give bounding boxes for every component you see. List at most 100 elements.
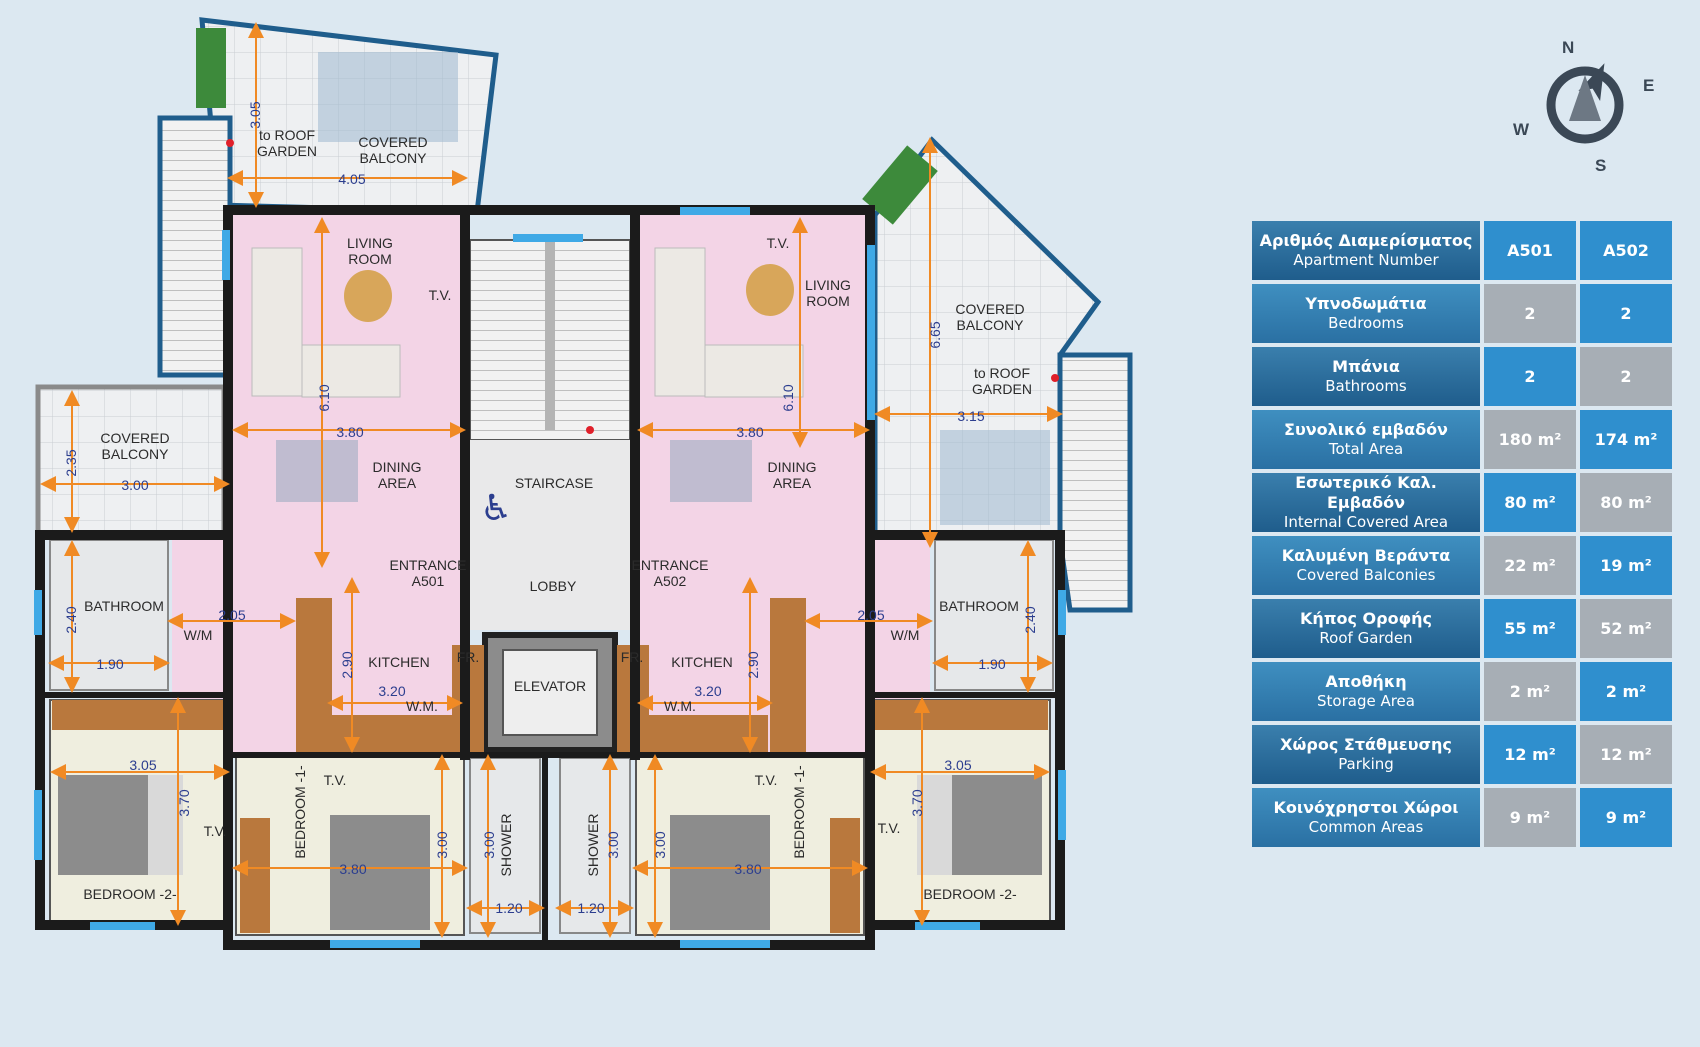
dim-living-left-h: 6.10 bbox=[316, 384, 332, 411]
tv-bed2-left-label: T.V. bbox=[204, 823, 227, 839]
dim-left-balcony-w: 3.00 bbox=[121, 477, 148, 493]
row-label-en: Parking bbox=[1338, 755, 1394, 773]
row-label-en: Total Area bbox=[1328, 440, 1404, 458]
bathroom-right-label: BATHROOM bbox=[939, 598, 1019, 614]
bedroom1-right-label: BEDROOM -1- bbox=[791, 765, 807, 859]
shower-left-label: SHOWER bbox=[498, 814, 514, 877]
dim-top-balcony-h: 3.05 bbox=[247, 101, 263, 128]
row-value-a502: 52 m² bbox=[1580, 599, 1672, 658]
dim-bath-right-w: 1.90 bbox=[978, 656, 1005, 672]
header-a502: A502 bbox=[1580, 221, 1672, 280]
row-value-a501: 2 m² bbox=[1484, 662, 1576, 721]
fr-right-label: FR. bbox=[621, 649, 644, 665]
dim-hall-right: 2.05 bbox=[857, 607, 884, 623]
dim-right-balcony-h: 6.65 bbox=[927, 321, 943, 348]
row-value-a501: 9 m² bbox=[1484, 788, 1576, 847]
floor-plan: ♿ bbox=[34, 17, 1133, 950]
dim-bed1-left-w: 3.80 bbox=[339, 861, 366, 877]
row-value-a502: 9 m² bbox=[1580, 788, 1672, 847]
dim-right-balcony-w: 3.15 bbox=[957, 408, 984, 424]
dim-left-balcony-h: 2.35 bbox=[63, 449, 79, 476]
dim-bath-left-w: 1.90 bbox=[96, 656, 123, 672]
row-value-a501: 180 m² bbox=[1484, 410, 1576, 469]
fr-left-label: FR. bbox=[457, 649, 480, 665]
dim-kitchen-right-w: 3.20 bbox=[694, 683, 721, 699]
wm-left-label: W/M bbox=[184, 627, 213, 643]
row-label-gr: Υπνοδωμάτια bbox=[1305, 294, 1427, 313]
tv-living-right-label: T.V. bbox=[767, 235, 790, 251]
dim-bed1-left-h: 3.00 bbox=[434, 831, 450, 858]
planter-icon bbox=[196, 28, 226, 108]
row-label-en: Roof Garden bbox=[1319, 629, 1413, 647]
tv-bed2-right-label: T.V. bbox=[878, 820, 901, 836]
dim-living-right-h: 6.10 bbox=[780, 384, 796, 411]
row-value-a501: 2 bbox=[1484, 284, 1576, 343]
tv-bed1-right-label: T.V. bbox=[755, 772, 778, 788]
dim-shower-right-h: 3.00 bbox=[605, 831, 621, 858]
wm-right-label: W/M bbox=[891, 627, 920, 643]
dimension-lines bbox=[40, 22, 1063, 938]
row-label-en: Storage Area bbox=[1317, 692, 1415, 710]
compass-e: E bbox=[1643, 76, 1654, 95]
dim-shower-left-h: 3.00 bbox=[481, 831, 497, 858]
apartment-info-table: Αριθμός Διαμερίσματος Apartment Number A… bbox=[1248, 217, 1676, 851]
row-label-en: Covered Balconies bbox=[1296, 566, 1436, 584]
row-value-a502: 19 m² bbox=[1580, 536, 1672, 595]
wheelchair-icon: ♿ bbox=[480, 488, 512, 529]
row-label-en: Common Areas bbox=[1308, 818, 1424, 836]
dim-hall-left: 2.05 bbox=[218, 607, 245, 623]
lobby-label: LOBBY bbox=[530, 578, 577, 594]
dim-shower-left-w: 1.20 bbox=[495, 900, 522, 916]
tv-bed1-left-label: T.V. bbox=[324, 772, 347, 788]
row-value-a501: 80 m² bbox=[1484, 473, 1576, 532]
row-label-gr: Αποθήκη bbox=[1325, 672, 1407, 691]
dim-bed2-right-w: 3.05 bbox=[944, 757, 971, 773]
row-label-gr: Κοινόχρηστοι Χώροι bbox=[1273, 798, 1459, 817]
wm-kitchen-right-label: W.M. bbox=[664, 698, 696, 714]
windows bbox=[34, 207, 1066, 948]
tv-living-left-label: T.V. bbox=[429, 287, 452, 303]
kitchen-right-label: KITCHEN bbox=[671, 654, 732, 670]
dim-bath-left-h: 2.40 bbox=[63, 606, 79, 633]
dim-bed1-right-h: 3.00 bbox=[652, 831, 668, 858]
dim-shower-right-w: 1.20 bbox=[577, 900, 604, 916]
dim-bed2-left-h: 3.70 bbox=[176, 789, 192, 816]
bathroom-left-label: BATHROOM bbox=[84, 598, 164, 614]
elevator-label: ELEVATOR bbox=[514, 678, 586, 694]
kitchen-left-label: KITCHEN bbox=[368, 654, 429, 670]
row-value-a502: 12 m² bbox=[1580, 725, 1672, 784]
header-a501: A501 bbox=[1484, 221, 1576, 280]
planter-icon bbox=[862, 145, 938, 225]
row-value-a501: 12 m² bbox=[1484, 725, 1576, 784]
row-label-en: Internal Covered Area bbox=[1283, 513, 1449, 531]
row-value-a501: 2 bbox=[1484, 347, 1576, 406]
row-value-a501: 55 m² bbox=[1484, 599, 1576, 658]
dim-bath-right-h: 2.40 bbox=[1022, 606, 1038, 633]
bedroom2-left-label: BEDROOM -2- bbox=[83, 886, 177, 902]
row-value-a502: 174 m² bbox=[1580, 410, 1672, 469]
row-label-gr: Χώρος Στάθμευσης bbox=[1280, 735, 1452, 754]
row-value-a502: 2 m² bbox=[1580, 662, 1672, 721]
compass-icon: N E S W bbox=[1513, 38, 1654, 175]
shower-right-label: SHOWER bbox=[585, 814, 601, 877]
